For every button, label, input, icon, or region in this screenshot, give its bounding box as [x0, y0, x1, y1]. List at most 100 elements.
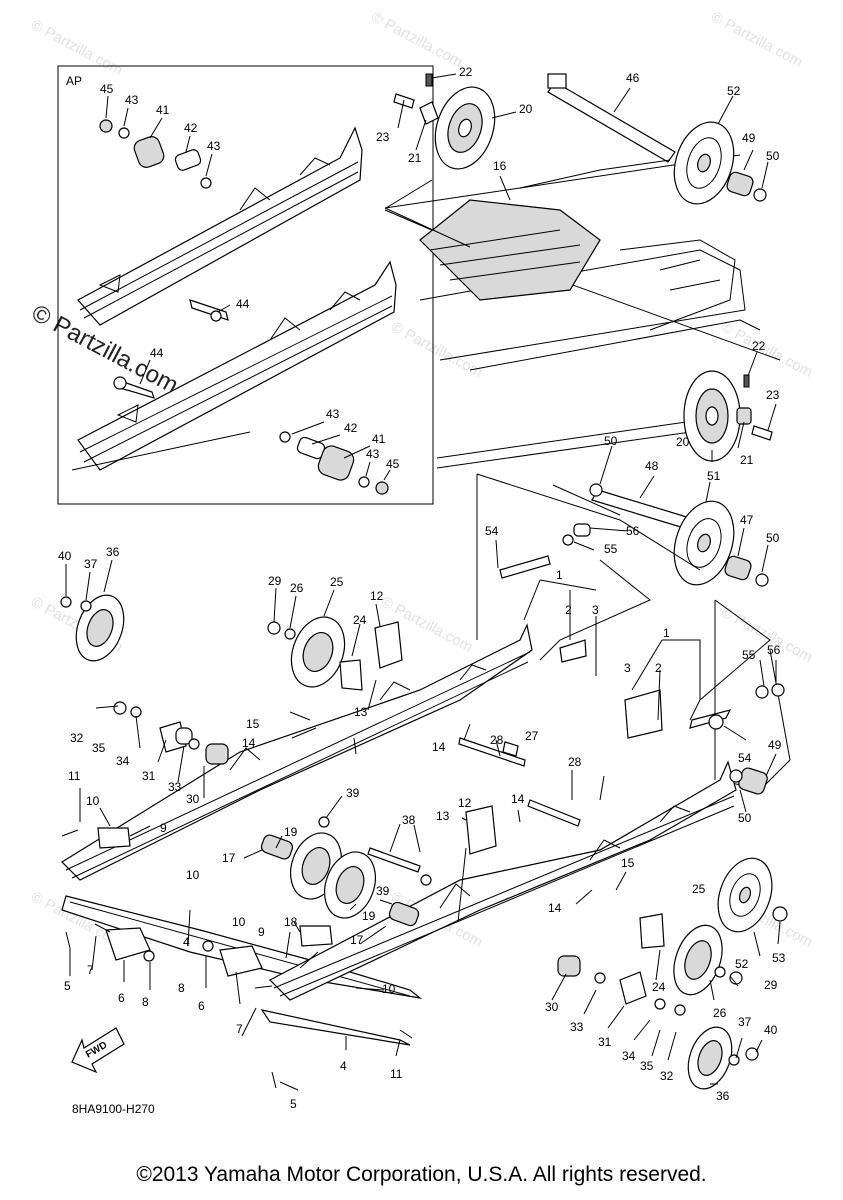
callout-label: 10	[186, 868, 200, 882]
callout-label: 17	[350, 933, 364, 947]
callout-label: 48	[645, 459, 659, 473]
callout-label: 54	[485, 524, 499, 538]
callout-label: 24	[652, 980, 666, 994]
callout-label: 23	[376, 130, 390, 144]
callout-label: 18	[284, 915, 298, 929]
callout-label: 30	[545, 1000, 559, 1014]
callout-label: 45	[386, 457, 400, 471]
callout-label: 50	[604, 434, 618, 448]
callout-label: 41	[156, 103, 170, 117]
callout-label: 1	[663, 626, 670, 640]
callout-label: 10	[86, 794, 100, 808]
callout-label: 46	[626, 71, 640, 85]
callout-label: 14	[511, 792, 525, 806]
callout-label: 54	[738, 751, 752, 765]
callout-label: 14	[548, 901, 562, 915]
callout-label: 49	[742, 131, 756, 145]
callout-label: 20	[676, 435, 690, 449]
callout-label: 11	[68, 769, 81, 783]
callout-label: 28	[490, 733, 504, 747]
callout-label: 13	[436, 809, 450, 823]
callout-label: 14	[432, 740, 446, 754]
watermark: © Partzilla.com	[388, 319, 485, 381]
callout-label: 24	[353, 613, 367, 627]
diagram-code: 8HA9100-H270	[72, 1102, 155, 1116]
callout-label: 4	[183, 935, 190, 949]
callout-label: 26	[290, 581, 304, 595]
callout-label: 51	[707, 469, 721, 483]
callout-label: 22	[752, 339, 766, 353]
callout-label: 55	[742, 648, 756, 662]
callout-label: 3	[592, 603, 599, 617]
callout-label: 10	[382, 982, 396, 996]
callout-label: 5	[290, 1097, 297, 1111]
callout-label: 40	[764, 1023, 778, 1037]
inset-ap: AP	[57, 65, 434, 505]
callout-label: 2	[655, 661, 662, 675]
callout-label: 7	[87, 963, 94, 977]
callout-label: 50	[738, 811, 752, 825]
callout-label: 50	[766, 149, 780, 163]
callout-label: 34	[116, 754, 130, 768]
callout-label: 32	[70, 731, 84, 745]
callout-label: 32	[660, 1069, 674, 1083]
callout-label: 33	[168, 780, 182, 794]
inset-tag: AP	[66, 74, 82, 88]
callout-label: 42	[344, 421, 358, 435]
callout-label: 43	[207, 139, 221, 153]
watermark: © Partzilla.com	[708, 9, 805, 71]
callout-label: 29	[764, 978, 778, 992]
callout-label: 21	[408, 151, 422, 165]
callout-label: 26	[713, 1006, 727, 1020]
callout-label: 52	[727, 84, 741, 98]
callout-label: 44	[236, 297, 250, 311]
callout-label: 7	[236, 1022, 243, 1036]
callout-labels: 4543414243444443424143452220232146524950…	[58, 65, 786, 1111]
upper-assembly	[384, 73, 791, 791]
callout-label: 33	[570, 1020, 584, 1034]
callout-label: 37	[84, 557, 98, 571]
callout-label: 15	[621, 856, 635, 870]
callout-label: 8	[142, 995, 149, 1009]
callout-label: 56	[767, 643, 781, 657]
callout-label: 44	[150, 346, 164, 360]
callout-label: 39	[346, 786, 360, 800]
copyright-notice: ©2013 Yamaha Motor Corporation, U.S.A. A…	[136, 1163, 707, 1186]
watermark: © Partzilla.com	[368, 9, 465, 71]
callout-label: 27	[525, 729, 539, 743]
callout-label: 6	[118, 991, 125, 1005]
callout-label: 50	[766, 531, 780, 545]
callout-label: 15	[246, 717, 260, 731]
callout-label: 12	[370, 589, 384, 603]
callout-label: 16	[493, 159, 507, 173]
callout-label: 35	[92, 741, 106, 755]
callout-label: 45	[100, 82, 114, 96]
watermark: © Partzilla.com	[718, 319, 815, 381]
lower-assembly	[60, 559, 788, 1091]
callout-label: 36	[716, 1089, 730, 1103]
callout-label: 22	[459, 65, 473, 79]
callout-label: 4	[340, 1059, 347, 1073]
callout-label: 21	[740, 453, 754, 467]
callout-label: 19	[362, 909, 376, 923]
fwd-arrow: FWD	[71, 1027, 125, 1074]
callout-label: 31	[142, 769, 156, 783]
callout-label: 41	[372, 432, 386, 446]
callout-label: 19	[284, 825, 298, 839]
callout-label: 47	[740, 513, 754, 527]
callout-label: 40	[58, 549, 72, 563]
callout-label: 39	[376, 884, 390, 898]
callout-label: 43	[326, 407, 340, 421]
callout-label: 29	[268, 574, 282, 588]
callout-label: 14	[242, 736, 256, 750]
callout-label: 55	[604, 542, 618, 556]
callout-label: 28	[568, 755, 582, 769]
callout-label: 37	[738, 1015, 752, 1029]
callout-label: 56	[626, 524, 640, 538]
callout-label: 43	[125, 93, 139, 107]
callout-label: 49	[768, 738, 782, 752]
callout-label: 10	[232, 915, 246, 929]
watermark: © Partzilla.com	[28, 17, 125, 79]
callout-label: 13	[354, 705, 368, 719]
